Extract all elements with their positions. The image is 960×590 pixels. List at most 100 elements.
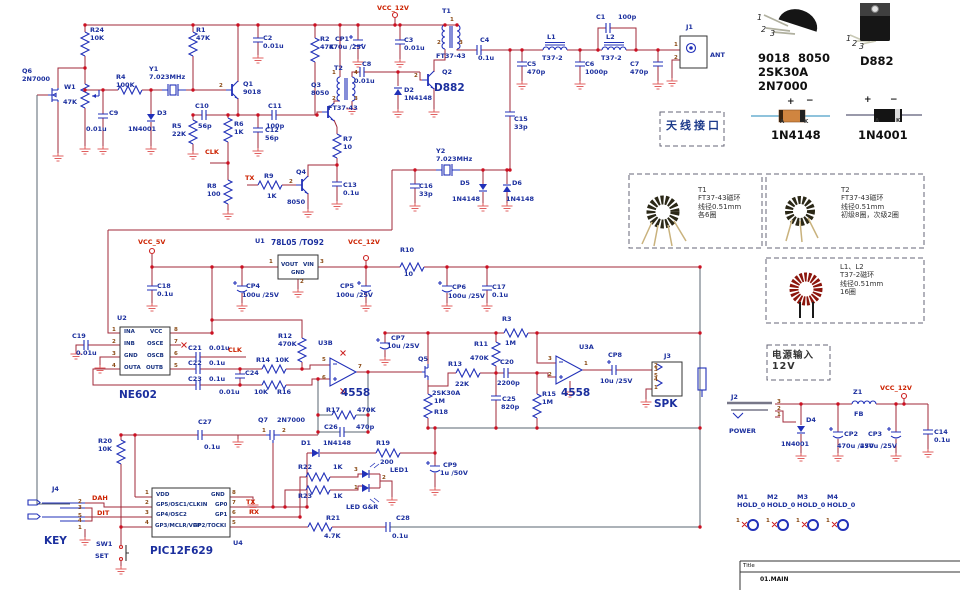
label: U1 xyxy=(255,237,265,245)
label: GP5/OSC1/CLKIN xyxy=(156,502,208,508)
label: D2 1N4148 xyxy=(404,86,433,102)
label: GP4/OSC2 xyxy=(156,512,187,518)
label: 1N4148 xyxy=(506,195,535,203)
power-connector-label: POWER xyxy=(729,427,756,435)
label: 470u /25V xyxy=(329,43,366,51)
label: 1 xyxy=(450,17,454,23)
label: 4 xyxy=(654,377,658,383)
label: 0.01u xyxy=(76,349,97,357)
label: CP1 xyxy=(335,35,350,43)
label: 3 xyxy=(548,356,552,362)
label: C21 xyxy=(188,344,202,352)
label: VCC_5V xyxy=(138,238,166,246)
label: 1 xyxy=(846,34,852,43)
label: + xyxy=(787,97,795,107)
to92-caption: 9018 8050 xyxy=(758,51,831,65)
label: T37-2 xyxy=(601,54,622,62)
antenna-note: 天线接口 xyxy=(666,119,722,132)
label: C16 33p xyxy=(419,182,433,198)
label: VIN xyxy=(303,262,314,268)
label: R12 470K xyxy=(278,332,297,348)
label: CP6 xyxy=(452,283,467,291)
label: GND xyxy=(211,492,225,498)
label: R14 xyxy=(256,356,271,364)
label: 2 xyxy=(219,83,223,89)
ic-pic12f629-label: PIC12F629 xyxy=(150,545,214,557)
label: R15 1M xyxy=(542,390,557,406)
label: 0.1u xyxy=(209,359,226,367)
label: R17 xyxy=(326,406,341,414)
label: T37-2 xyxy=(542,54,563,62)
label: CLK xyxy=(205,148,219,156)
label: 1N4148 xyxy=(771,128,821,142)
t2-note: T2 FT37-43磁环 线径0.51mm 初级8圈，次级2圈 xyxy=(841,186,899,220)
label: 56p xyxy=(198,122,212,130)
label: − xyxy=(890,95,898,105)
label: R20 10K xyxy=(98,437,113,453)
label: OUTB xyxy=(146,365,164,371)
ic-4558a-label: 4558 xyxy=(561,387,591,399)
label: W1 xyxy=(64,83,76,91)
label: R8 100 xyxy=(207,182,221,198)
label: GP1 xyxy=(215,512,228,518)
label: 0.01u xyxy=(354,77,375,85)
label: 7 xyxy=(232,500,236,506)
label: 4 xyxy=(354,70,358,76)
led-dual xyxy=(361,462,380,504)
label: R23 xyxy=(298,492,313,500)
label: Q6 2N7000 xyxy=(22,67,51,83)
label: 1 xyxy=(766,518,770,524)
label: K xyxy=(804,119,809,125)
label: 47K xyxy=(63,98,78,106)
label: 1K xyxy=(333,492,343,500)
label: 3 xyxy=(770,29,776,38)
antenna-note-box xyxy=(659,111,725,147)
label: LED G&R xyxy=(346,503,379,511)
mounting-holes xyxy=(741,519,849,531)
label: 5 xyxy=(322,357,326,363)
label: 1 xyxy=(145,490,149,496)
label: 100p xyxy=(266,122,285,130)
label: OUTA xyxy=(124,365,141,371)
t2-note-box xyxy=(765,173,925,249)
label: 2 xyxy=(332,96,336,102)
label: 3 xyxy=(112,351,116,357)
label: 1N4148 xyxy=(323,439,352,447)
label: 0.01u xyxy=(219,388,240,396)
label: R13 xyxy=(448,360,463,368)
label: 8 xyxy=(232,490,236,496)
label: 5 xyxy=(654,373,658,379)
label: C10 xyxy=(195,102,209,110)
label: 100p xyxy=(618,13,637,21)
label: C26 xyxy=(324,423,338,431)
label: GP3/MCLR/VPP xyxy=(155,523,201,529)
label: SET xyxy=(95,552,109,560)
label: 1K xyxy=(267,192,277,200)
label: C12 56p xyxy=(265,126,279,142)
label: 2 xyxy=(654,363,658,369)
label: R18 xyxy=(434,408,449,416)
label: CP5 xyxy=(340,282,355,290)
label: CP4 xyxy=(246,282,261,290)
label: 3 xyxy=(354,467,358,473)
label: Q3 8050 xyxy=(311,81,330,97)
label: 2 xyxy=(112,339,116,345)
label: L2 xyxy=(606,33,615,41)
label: U3A xyxy=(579,343,594,351)
key-connector-label: KEY xyxy=(44,535,67,547)
component-photos xyxy=(641,3,922,318)
label: C3 0.01u xyxy=(404,36,425,52)
label: A xyxy=(780,119,785,125)
connectors xyxy=(27,35,772,522)
label: 10u /25V xyxy=(600,377,633,385)
label: 2 xyxy=(78,499,82,505)
label: VCC xyxy=(150,329,163,335)
label: A xyxy=(875,118,880,124)
label: 2 xyxy=(548,372,552,378)
t1-note: T1 FT37-43磁环 线径0.51mm 各6圈 xyxy=(698,186,742,220)
label: 1 xyxy=(796,518,800,524)
label: Q4 xyxy=(296,168,307,176)
label: 10 xyxy=(404,270,414,278)
label: 2 xyxy=(300,279,304,285)
